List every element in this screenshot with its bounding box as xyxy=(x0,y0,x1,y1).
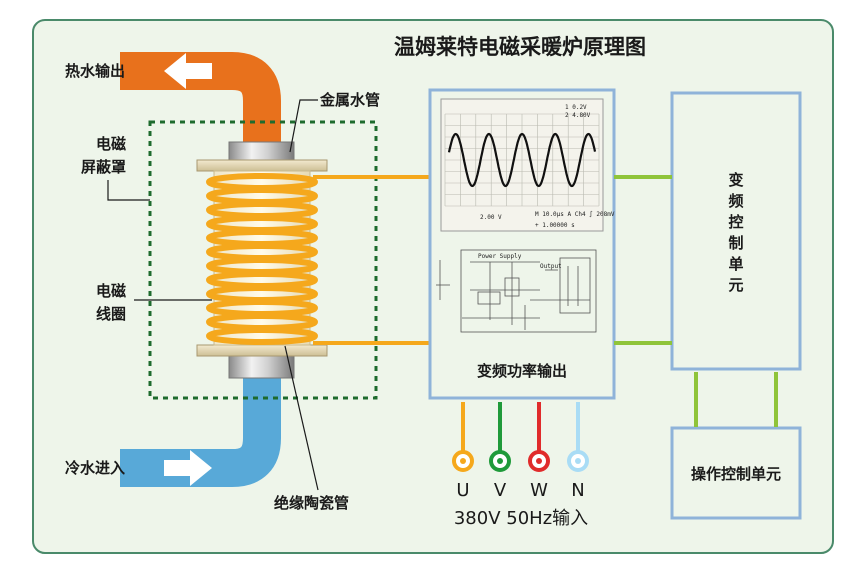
scope-readout-1: 1 0.2V xyxy=(565,104,587,111)
ceramic-tube-label: 绝缘陶瓷管 xyxy=(274,494,349,512)
inverter-control-char-5: 单 xyxy=(728,255,743,273)
phase-terminal-dot xyxy=(497,458,503,464)
flange-bottom xyxy=(196,344,328,357)
phase-label-v: V xyxy=(494,480,507,501)
scope-time-line: + 1.00000 s xyxy=(535,222,575,229)
phase-terminal-dot xyxy=(575,458,581,464)
em-shield-leader xyxy=(107,180,150,201)
schematic-label-1: Power Supply xyxy=(478,253,522,260)
flange-top xyxy=(196,159,328,172)
em-shield xyxy=(148,120,378,400)
em-coil-label-1: 电磁 xyxy=(96,282,126,300)
cold-water-pipe xyxy=(120,370,281,487)
operation-control-panel xyxy=(670,426,802,520)
cold-water-arrow-icon xyxy=(164,450,212,486)
oscilloscope-grid xyxy=(444,113,600,207)
inverter-control-char-3: 控 xyxy=(728,213,743,231)
phase-label-n: N xyxy=(571,480,584,501)
hot-water-arrow-icon xyxy=(164,53,212,89)
inverter-control-char-4: 制 xyxy=(728,234,743,252)
phase-terminal-dot xyxy=(536,458,542,464)
phase-terminal-dot xyxy=(460,458,466,464)
scope-status-line: M 10.0μs A Ch4 ∫ 208mV xyxy=(535,210,615,218)
em-coil-label-2: 线圈 xyxy=(96,305,126,323)
oscilloscope-waveform xyxy=(447,132,597,188)
circuit-schematic xyxy=(436,249,597,333)
ceramic-tube-leader xyxy=(284,345,319,491)
hot-water-pipe xyxy=(120,52,281,148)
scope-readout-2: 2 4.80V xyxy=(565,112,591,119)
inverter-control-char-1: 变 xyxy=(728,171,743,189)
inverter-control-panel xyxy=(670,91,802,371)
inverter-control-char-2: 频 xyxy=(728,192,743,210)
hot-water-out-label: 热水输出 xyxy=(65,62,125,80)
operation-control-label: 操作控制单元 xyxy=(691,465,781,483)
coil-turn xyxy=(206,327,318,345)
inverter-control-label: 变 频 控 制 单 元 xyxy=(728,171,743,294)
metal-pipe-label: 金属水管 xyxy=(319,91,380,109)
em-shield-label-2: 屏蔽罩 xyxy=(81,158,126,176)
scope-channel-scale: 2.00 V xyxy=(480,214,502,221)
em-shield-label-1: 电磁 xyxy=(96,135,126,153)
phase-label-w: W xyxy=(530,480,548,501)
em-coil xyxy=(206,173,318,345)
phase-label-u: U xyxy=(456,480,469,501)
input-spec-label: 380V 50Hz输入 xyxy=(454,508,588,529)
inverter-control-char-6: 元 xyxy=(728,276,743,294)
schematic-label-2: Output xyxy=(540,263,562,270)
diagram-title: 温姆莱特电磁采暖炉原理图 xyxy=(394,35,646,59)
inverter-output-label: 变频功率输出 xyxy=(477,362,567,380)
cold-water-in-label: 冷水进入 xyxy=(65,459,125,477)
metal-pipe-leader xyxy=(289,99,318,153)
